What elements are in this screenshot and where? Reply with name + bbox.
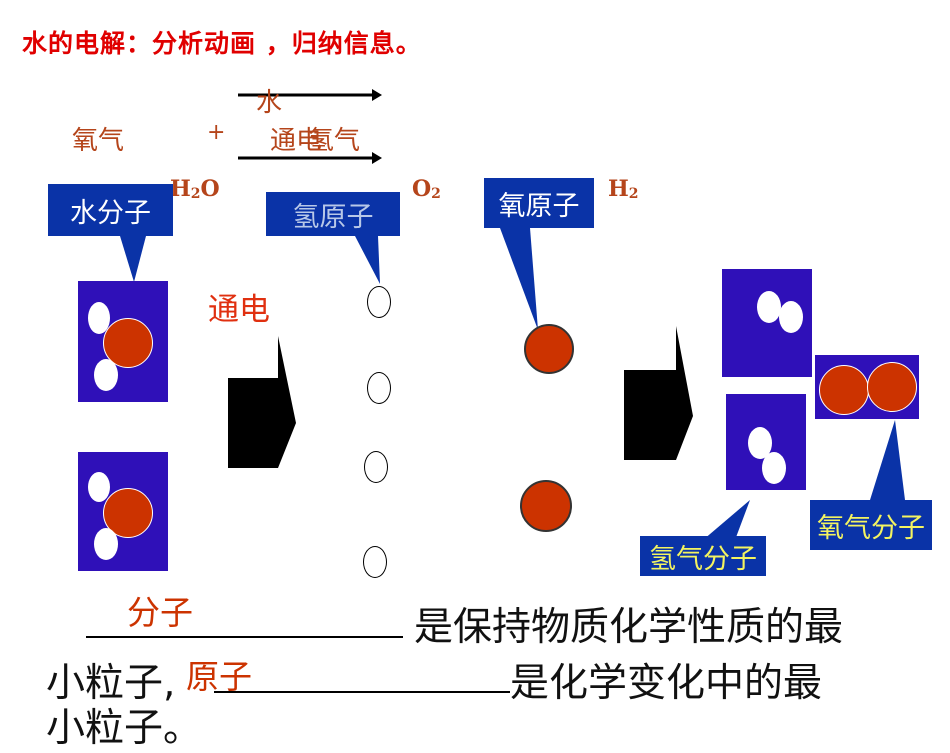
oxygen-atom — [103, 318, 153, 368]
oxygen-atom-free-1 — [524, 324, 574, 374]
equation-plus: + — [207, 120, 226, 145]
formula-water: H2O — [170, 176, 220, 202]
answer-atom: 原子 — [186, 657, 252, 696]
equation-condition: 通电 — [270, 126, 323, 156]
hydrogen-atom — [762, 452, 786, 484]
blank-2 — [214, 689, 510, 693]
callout-hydrogen-molecule: 氢气分子 — [640, 536, 766, 576]
page-title: 水的电解：分析动画 ，归纳信息。 — [22, 29, 422, 58]
hydrogen-atom — [779, 301, 803, 333]
callout-water-molecule: 水分子 — [48, 184, 173, 236]
hydrogen-atom — [94, 528, 118, 560]
hydrogen-atom-free-1 — [367, 286, 391, 318]
hydrogen-atom-free-3 — [364, 451, 388, 483]
hydrogen-atom — [94, 359, 118, 391]
hydrogen-atom-free-2 — [367, 372, 391, 404]
oxygen-atom — [819, 365, 869, 415]
water-molecule-panel-2 — [78, 452, 168, 571]
hydrogen-atom — [757, 291, 781, 323]
hydrogen-atom — [88, 302, 110, 334]
hydrogen-atom-free-4 — [363, 546, 387, 578]
process-label: 通电 — [208, 292, 270, 328]
blank-1 — [86, 634, 403, 638]
water-molecule-panel-1 — [78, 281, 168, 402]
word-equation: 水 氧气 + 通电 氢气 — [60, 80, 400, 180]
equation-water: 水 — [256, 88, 283, 118]
callout-hydrogen-atom: 氢原子 — [266, 192, 400, 236]
hydrogen-atom — [88, 472, 110, 502]
callout-pointers — [120, 228, 905, 540]
answer-molecule: 分子 — [127, 593, 193, 632]
hydrogen-molecule-panel-2 — [726, 394, 806, 490]
callout-oxygen-atom: 氧原子 — [484, 178, 594, 228]
oxygen-atom-free-2 — [520, 480, 572, 532]
conclusion-line-2-prefix: 小粒子, — [46, 661, 176, 706]
equation-hydrogen: 氢气 — [308, 126, 361, 156]
hydrogen-molecule-panel-1 — [722, 269, 812, 377]
equation-arrows — [238, 89, 382, 164]
conclusion-line-2: 是化学变化中的最 — [510, 661, 823, 706]
formula-hydrogen: H2 — [608, 176, 639, 202]
equation-oxygen: 氧气 — [72, 126, 125, 156]
formula-oxygen: O2 — [412, 176, 441, 202]
conclusion-line-3: 小粒子。 — [46, 706, 203, 751]
oxygen-molecule-panel — [815, 355, 919, 419]
callout-oxygen-molecule: 氧气分子 — [810, 500, 932, 550]
oxygen-atom — [867, 362, 917, 412]
conclusion-line-1: 是保持物质化学性质的最 — [414, 605, 844, 650]
